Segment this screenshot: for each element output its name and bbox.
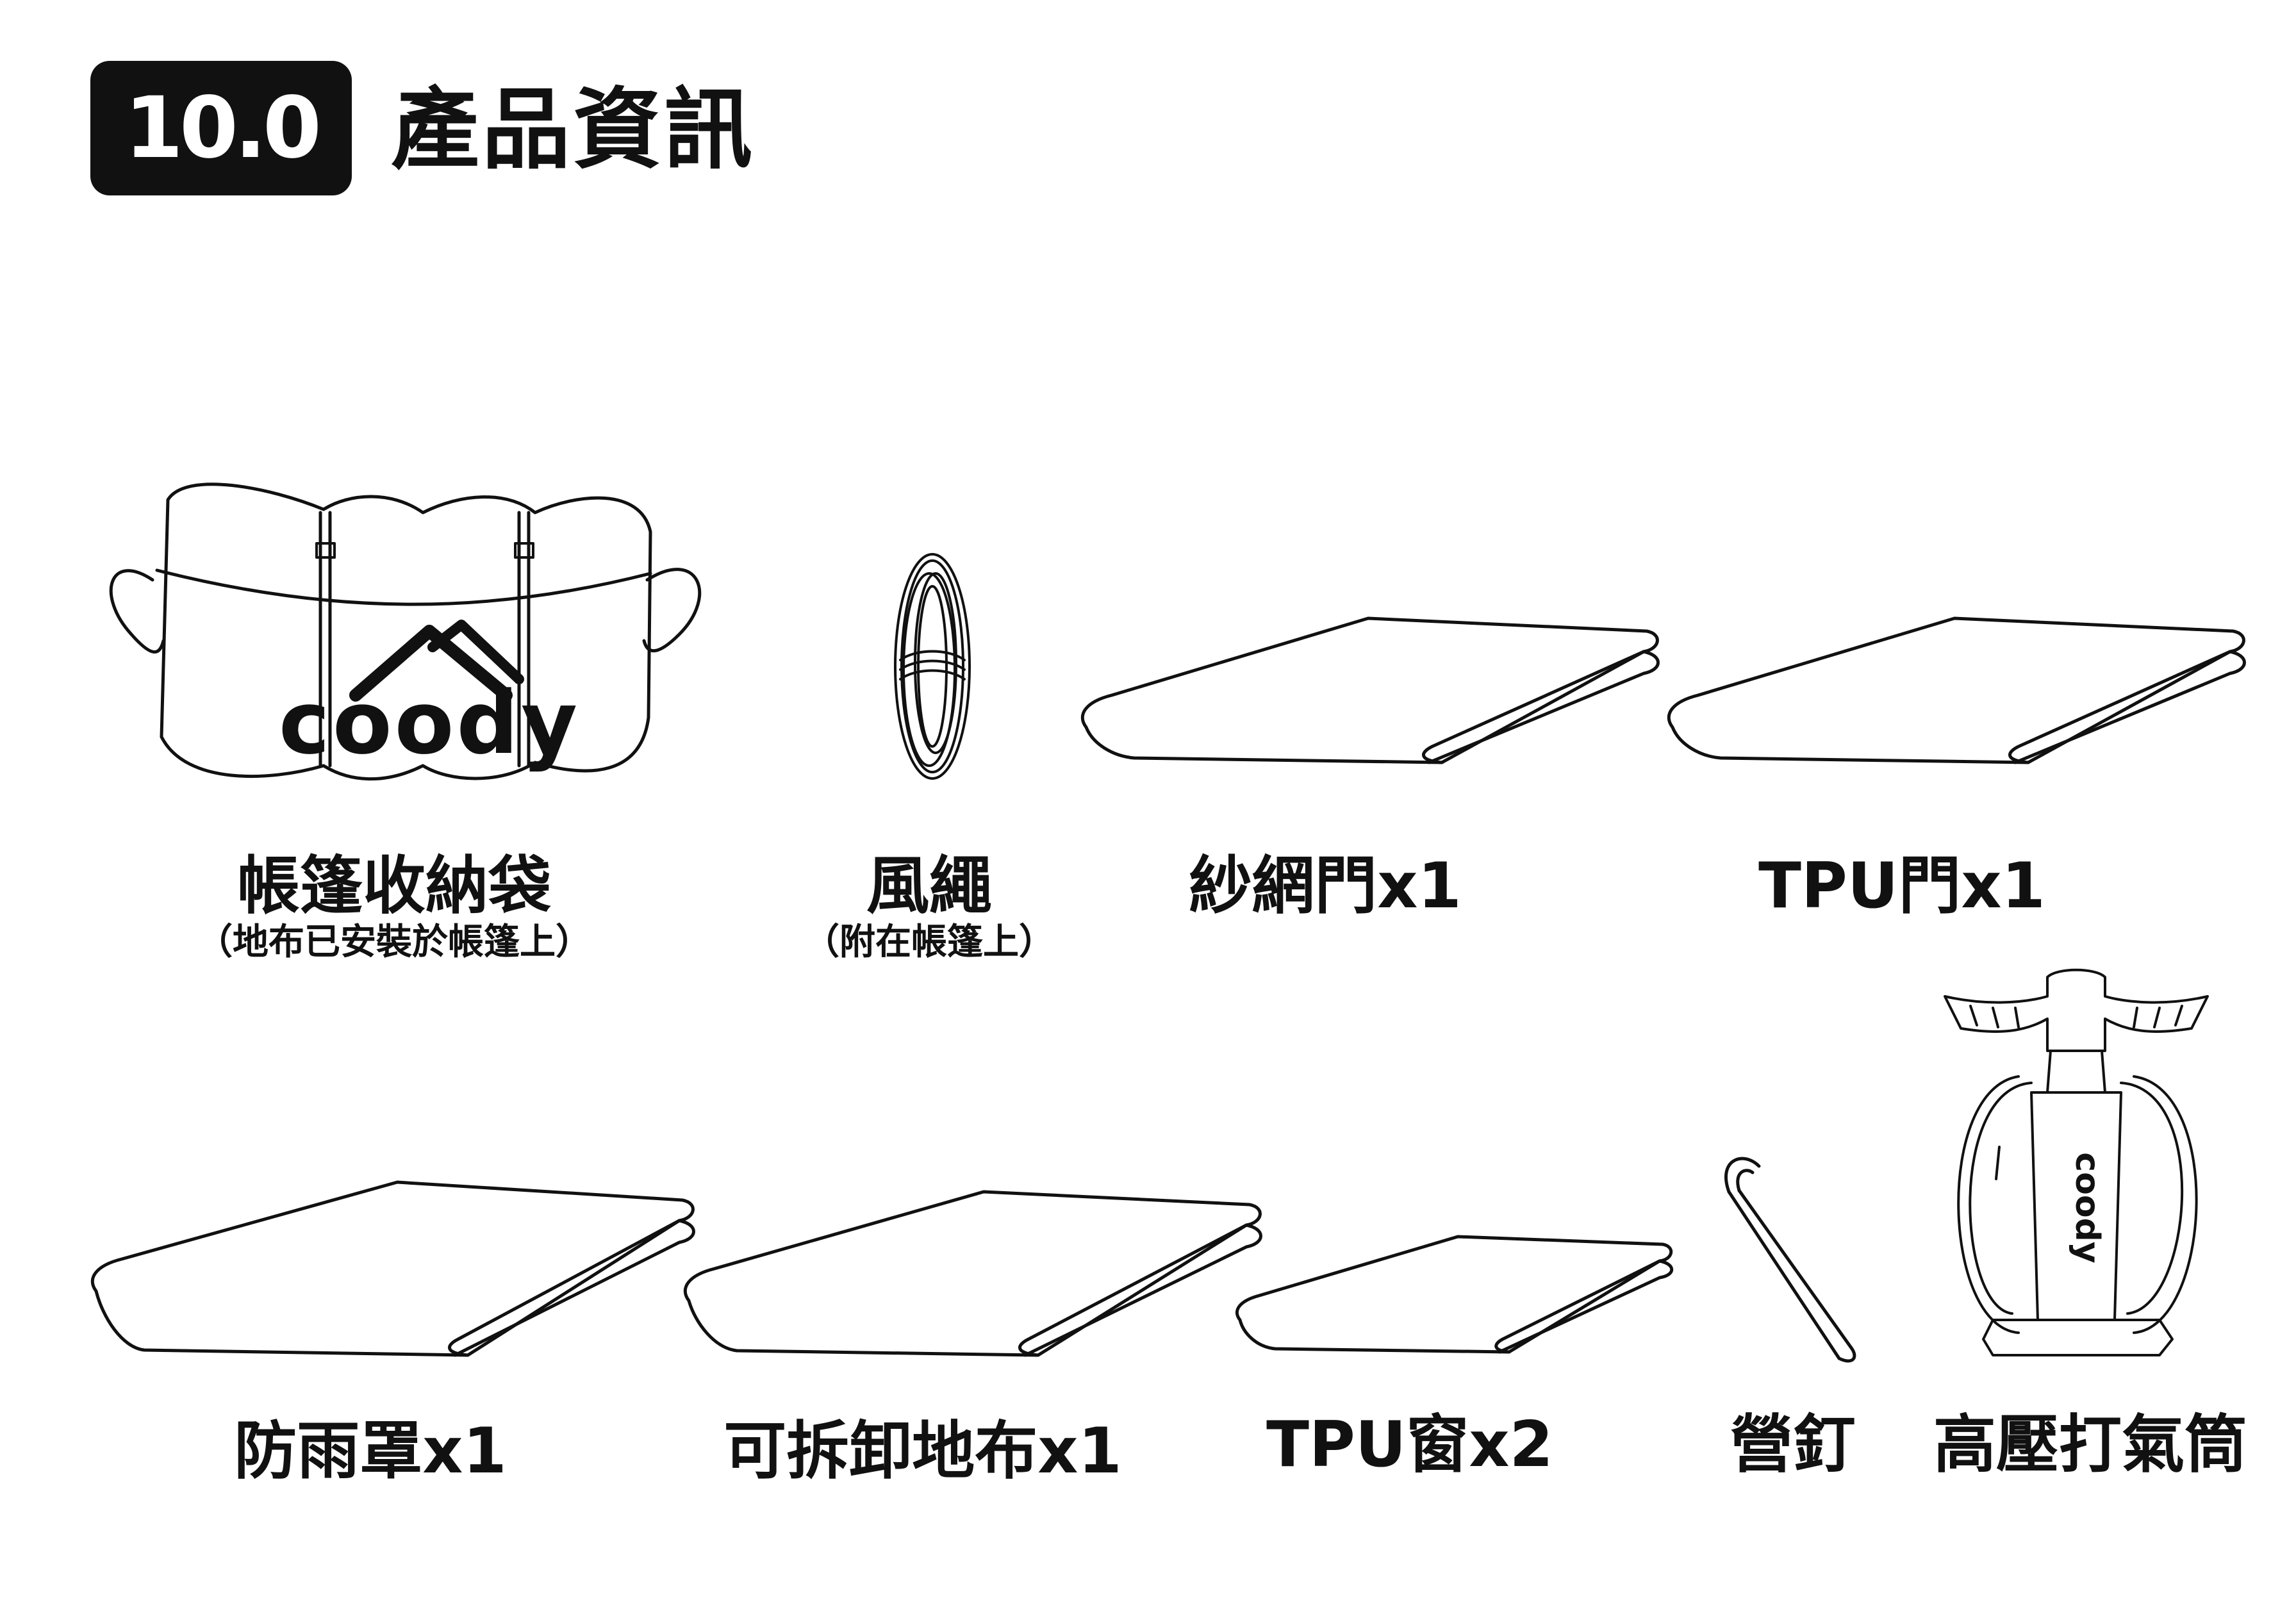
section-number-badge: 10.0: [90, 61, 352, 195]
item-note-rope: （附在帳篷上）: [804, 921, 1055, 963]
folded-mesh-door-icon: [1082, 618, 1658, 762]
folded-tpu-window-icon: [1237, 1237, 1671, 1352]
section-number: 10.0: [124, 79, 322, 177]
item-label-rainfly: 防雨罩x1: [234, 1415, 507, 1488]
item-label-groundsheet: 可拆卸地布x1: [723, 1415, 1122, 1488]
item-label-tent-bag: 帳篷收納袋: [236, 850, 552, 923]
pump-coody-logo: coody: [2068, 1152, 2106, 1263]
folded-tpu-door-icon: [1669, 618, 2244, 762]
tent-bag-icon: coody: [111, 484, 699, 779]
item-label-tpu-window: TPU窗x2: [1266, 1408, 1553, 1481]
tent-stake-icon: [1726, 1158, 1854, 1361]
item-label-tent-stake: 營釘: [1730, 1408, 1856, 1481]
rope-coil-icon: [895, 554, 970, 779]
item-label-tpu-door: TPU門x1: [1758, 850, 2045, 923]
folded-groundsheet-icon: [685, 1192, 1260, 1355]
folded-rainfly-icon: [92, 1182, 693, 1355]
item-label-air-pump: 高壓打氣筒: [1933, 1408, 2248, 1481]
item-label-mesh-door: 紗網門x1: [1189, 850, 1462, 923]
coody-logo: coody: [279, 673, 580, 773]
item-note-tent-bag: （地布已安裝於帳篷上）: [197, 921, 591, 963]
page-title: 產品資訊: [391, 78, 756, 181]
air-pump-icon: coody: [1945, 970, 2208, 1355]
item-label-rope: 風繩: [866, 850, 993, 923]
